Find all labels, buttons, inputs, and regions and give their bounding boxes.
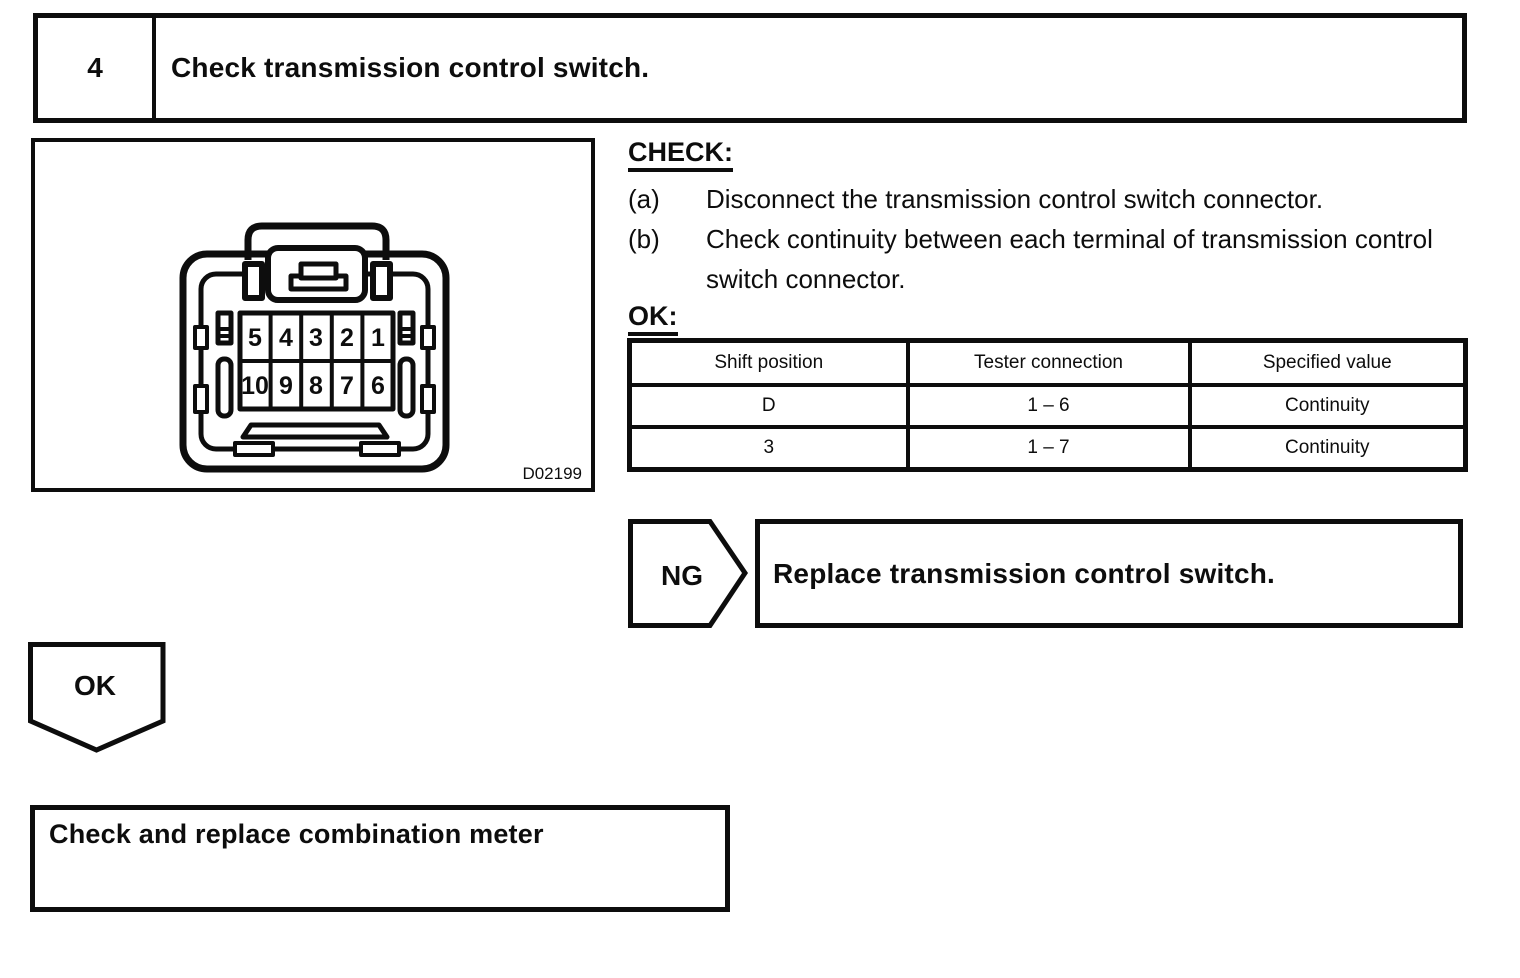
bottom-bar bbox=[240, 422, 390, 440]
bottom-foot bbox=[233, 441, 275, 457]
left-lower-slot bbox=[215, 356, 234, 419]
ng-action-box: Replace transmission control switch. bbox=[755, 519, 1463, 628]
connector-lock-tab bbox=[244, 222, 390, 260]
lock-tab-latch-small bbox=[298, 261, 339, 281]
side-notch bbox=[420, 384, 436, 414]
col-header-shift-position: Shift position bbox=[627, 338, 910, 387]
pin-number: 5 bbox=[248, 324, 262, 352]
check-list: (a) Disconnect the transmission control … bbox=[628, 179, 1473, 299]
step-title: Check transmission control switch. bbox=[171, 52, 650, 83]
ok-heading: OK: bbox=[628, 301, 678, 336]
cell-specified-value: Continuity bbox=[1187, 425, 1468, 472]
side-notch bbox=[193, 384, 209, 414]
tab-flank-slot bbox=[242, 261, 265, 301]
pin-number: 6 bbox=[371, 372, 385, 400]
check-item-b-label: (b) bbox=[628, 224, 660, 254]
continuity-spec-table: Shift position Tester connection Specifi… bbox=[627, 338, 1468, 472]
pin-numbers: 5 4 3 2 1 10 9 8 7 6 bbox=[241, 324, 385, 400]
side-notch bbox=[420, 325, 436, 350]
side-notch bbox=[193, 325, 209, 350]
tab-flank-slot bbox=[370, 261, 393, 301]
check-item-b: (b) Check continuity between each termin… bbox=[628, 219, 1473, 299]
check-section: CHECK: (a) Disconnect the transmission c… bbox=[628, 137, 1473, 336]
cell-tester-connection: 1 – 6 bbox=[905, 383, 1192, 429]
ng-action-text: Replace transmission control switch. bbox=[773, 557, 1275, 589]
ok-action-text: Check and replace combination meter bbox=[49, 819, 544, 849]
check-item-a-text: Disconnect the transmission control swit… bbox=[706, 184, 1324, 214]
col-header-specified-value: Specified value bbox=[1187, 338, 1468, 387]
pin-number: 4 bbox=[279, 324, 293, 352]
cell-specified-value: Continuity bbox=[1187, 383, 1468, 429]
ok-action-box: Check and replace combination meter bbox=[30, 805, 730, 912]
check-item-b-text: Check continuity between each terminal o… bbox=[706, 224, 1433, 294]
table-row: 3 1 – 7 Continuity bbox=[627, 425, 1468, 472]
ng-label: NG bbox=[661, 560, 703, 591]
connector-figure-box: 5 4 3 2 1 10 9 8 7 6 D02199 bbox=[31, 138, 595, 492]
pin-grid bbox=[237, 310, 396, 412]
ok-arrow-shape: OK bbox=[28, 642, 166, 753]
col-header-tester-connection: Tester connection bbox=[905, 338, 1192, 387]
table-header-row: Shift position Tester connection Specifi… bbox=[627, 338, 1468, 387]
right-lower-slot bbox=[397, 356, 416, 419]
ok-label: OK bbox=[74, 670, 116, 701]
step-number: 4 bbox=[38, 18, 156, 118]
cell-shift-position: 3 bbox=[627, 425, 910, 472]
figure-code: D02199 bbox=[522, 464, 582, 483]
step-header: 4 Check transmission control switch. bbox=[33, 13, 1467, 123]
table-row: D 1 – 6 Continuity bbox=[627, 383, 1468, 429]
pin-number: 10 bbox=[241, 372, 269, 400]
pin-number: 9 bbox=[279, 372, 293, 400]
check-item-a-label: (a) bbox=[628, 184, 660, 214]
pin-number: 8 bbox=[309, 372, 323, 400]
cell-shift-position: D bbox=[627, 383, 910, 429]
pin-number: 1 bbox=[371, 324, 385, 352]
bottom-foot bbox=[359, 441, 401, 457]
check-heading: CHECK: bbox=[628, 137, 733, 172]
check-item-a: (a) Disconnect the transmission control … bbox=[628, 179, 1473, 219]
connector-diagram: 5 4 3 2 1 10 9 8 7 6 bbox=[179, 222, 450, 473]
pin-number: 7 bbox=[340, 372, 354, 400]
pin-number: 2 bbox=[340, 324, 354, 352]
ng-arrow-shape: NG bbox=[628, 519, 748, 628]
pin-number: 3 bbox=[309, 324, 323, 352]
cell-tester-connection: 1 – 7 bbox=[905, 425, 1192, 472]
